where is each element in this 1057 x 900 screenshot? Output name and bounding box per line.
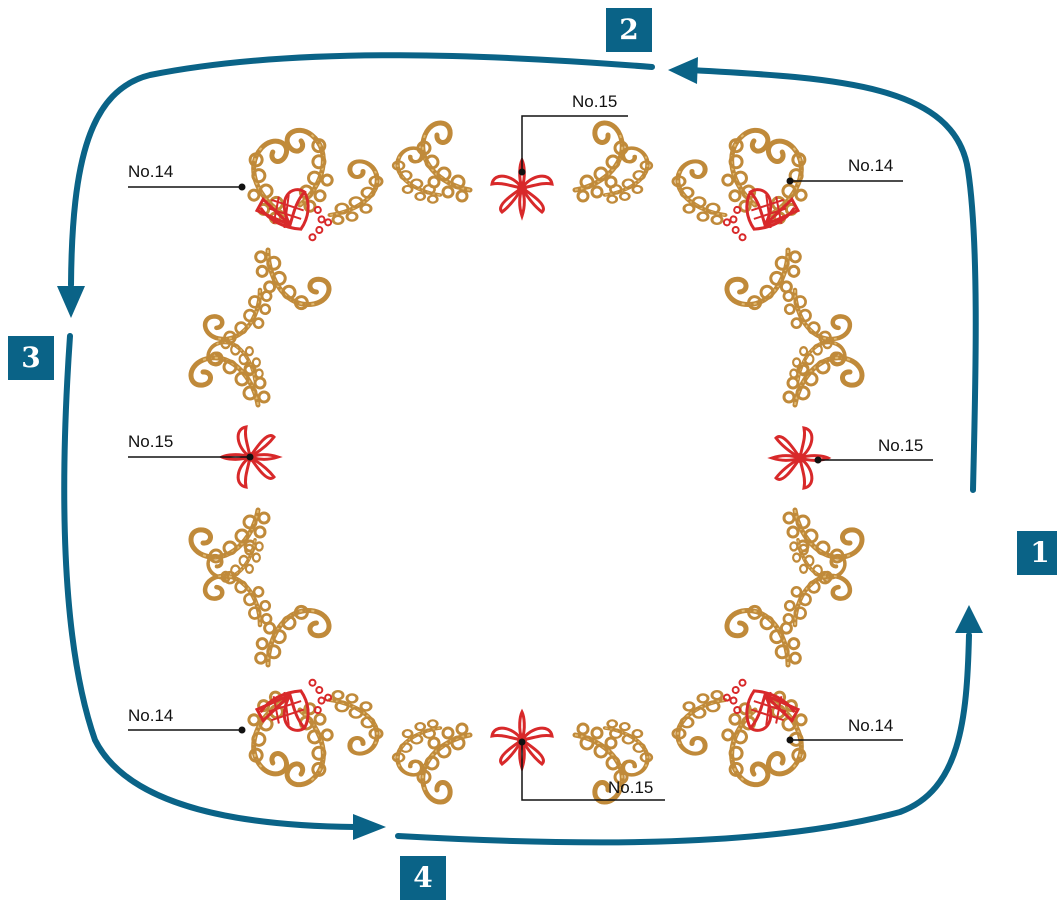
motif-top-right-corner bbox=[673, 121, 854, 347]
arrow-top-side bbox=[68, 52, 655, 288]
arrow-left-side bbox=[61, 333, 358, 830]
callout-label-bottom-left: No.14 bbox=[128, 706, 174, 725]
motif-bottom-left-corner bbox=[201, 568, 382, 794]
motif-left-center bbox=[191, 338, 280, 581]
callout-label-left-center: No.15 bbox=[128, 432, 174, 451]
arrowhead-2 bbox=[668, 57, 698, 84]
arrow-bottom-side bbox=[395, 632, 972, 846]
callout-label-bottom-right: No.14 bbox=[848, 716, 894, 735]
step-badge-2: 2 bbox=[606, 8, 652, 52]
motif-top-left-corner bbox=[201, 121, 382, 347]
arrowhead-1 bbox=[955, 605, 983, 633]
leader-bottom-center bbox=[521, 742, 665, 801]
leader-dots bbox=[238, 168, 822, 746]
callout-label-top-center: No.15 bbox=[572, 92, 618, 111]
flow-arrows bbox=[61, 52, 979, 846]
callout-label-bottom-center: No.15 bbox=[608, 778, 654, 797]
arrowhead-3 bbox=[57, 286, 85, 318]
step-badge-1: 1 bbox=[1017, 531, 1057, 575]
callout-label-top-right: No.14 bbox=[848, 156, 894, 175]
arrowhead-4 bbox=[353, 814, 386, 840]
leader-top-center bbox=[521, 115, 628, 172]
arrowheads bbox=[57, 57, 983, 840]
step-badge-4: 4 bbox=[400, 856, 446, 900]
leader-lines bbox=[128, 115, 933, 801]
motif-bottom-right-corner bbox=[673, 568, 854, 794]
arrow-right-side bbox=[687, 67, 979, 493]
callout-label-right-center: No.15 bbox=[878, 436, 924, 455]
callout-label-top-left: No.14 bbox=[128, 162, 174, 181]
step-badge-3: 3 bbox=[8, 336, 54, 380]
